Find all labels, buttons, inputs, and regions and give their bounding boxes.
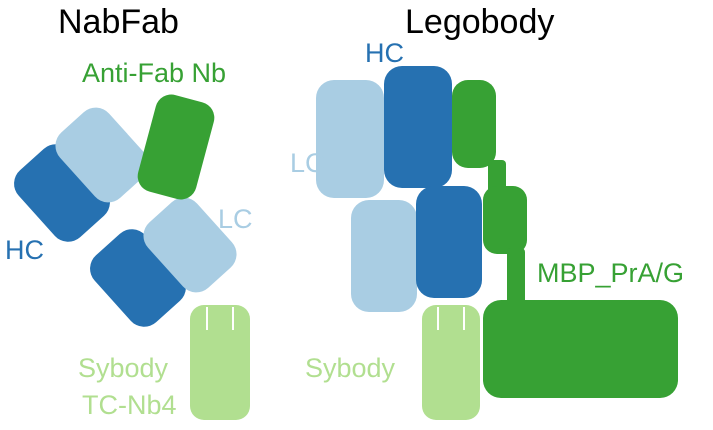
legobody-mbp-label: MBP_PrA/G — [537, 258, 685, 288]
legobody-lc-lower-domain — [351, 200, 417, 312]
nabfab-lc-lower-domain — [143, 197, 237, 293]
nabfab-hc-lower-domain — [90, 229, 186, 327]
nabfab-hc-label: HC — [5, 235, 44, 265]
nabfab-sybody-label: Sybody — [78, 353, 169, 383]
legobody-title: Legobody — [405, 3, 555, 41]
nabfab-lc-upper-domain — [55, 107, 149, 203]
legobody-lc-upper-domain — [316, 80, 384, 198]
legobody-assembly — [316, 66, 678, 420]
legobody-lc-label: LC — [290, 148, 325, 178]
nabfab-hc-upper-domain — [14, 144, 110, 242]
nabfab-sybody — [190, 305, 250, 420]
nabfab-title: NabFab — [58, 3, 179, 41]
legobody-sybody-notch — [437, 307, 465, 330]
legobody-hc-upper-domain — [384, 66, 452, 188]
legobody-hc-lower-domain — [416, 186, 482, 298]
legobody-sybody-label: Sybody — [305, 353, 396, 383]
nabfab-sybody-notch — [206, 307, 234, 330]
nabfab-anti-fab-label: Anti-Fab Nb — [82, 58, 227, 88]
legobody-protein-domain-1 — [452, 80, 496, 168]
legobody-protein-domain-2 — [483, 186, 527, 254]
legobody-sybody — [422, 305, 480, 420]
nabfab-assembly — [14, 94, 250, 420]
nabfab-tc-nb4-label: TC-Nb4 — [82, 390, 177, 420]
legobody-mbp-domain — [483, 300, 678, 398]
legobody-hc-label: HC — [365, 38, 404, 68]
nabfab-lc-label: LC — [218, 204, 253, 234]
nabfab-anti-fab-nanobody — [137, 94, 215, 200]
